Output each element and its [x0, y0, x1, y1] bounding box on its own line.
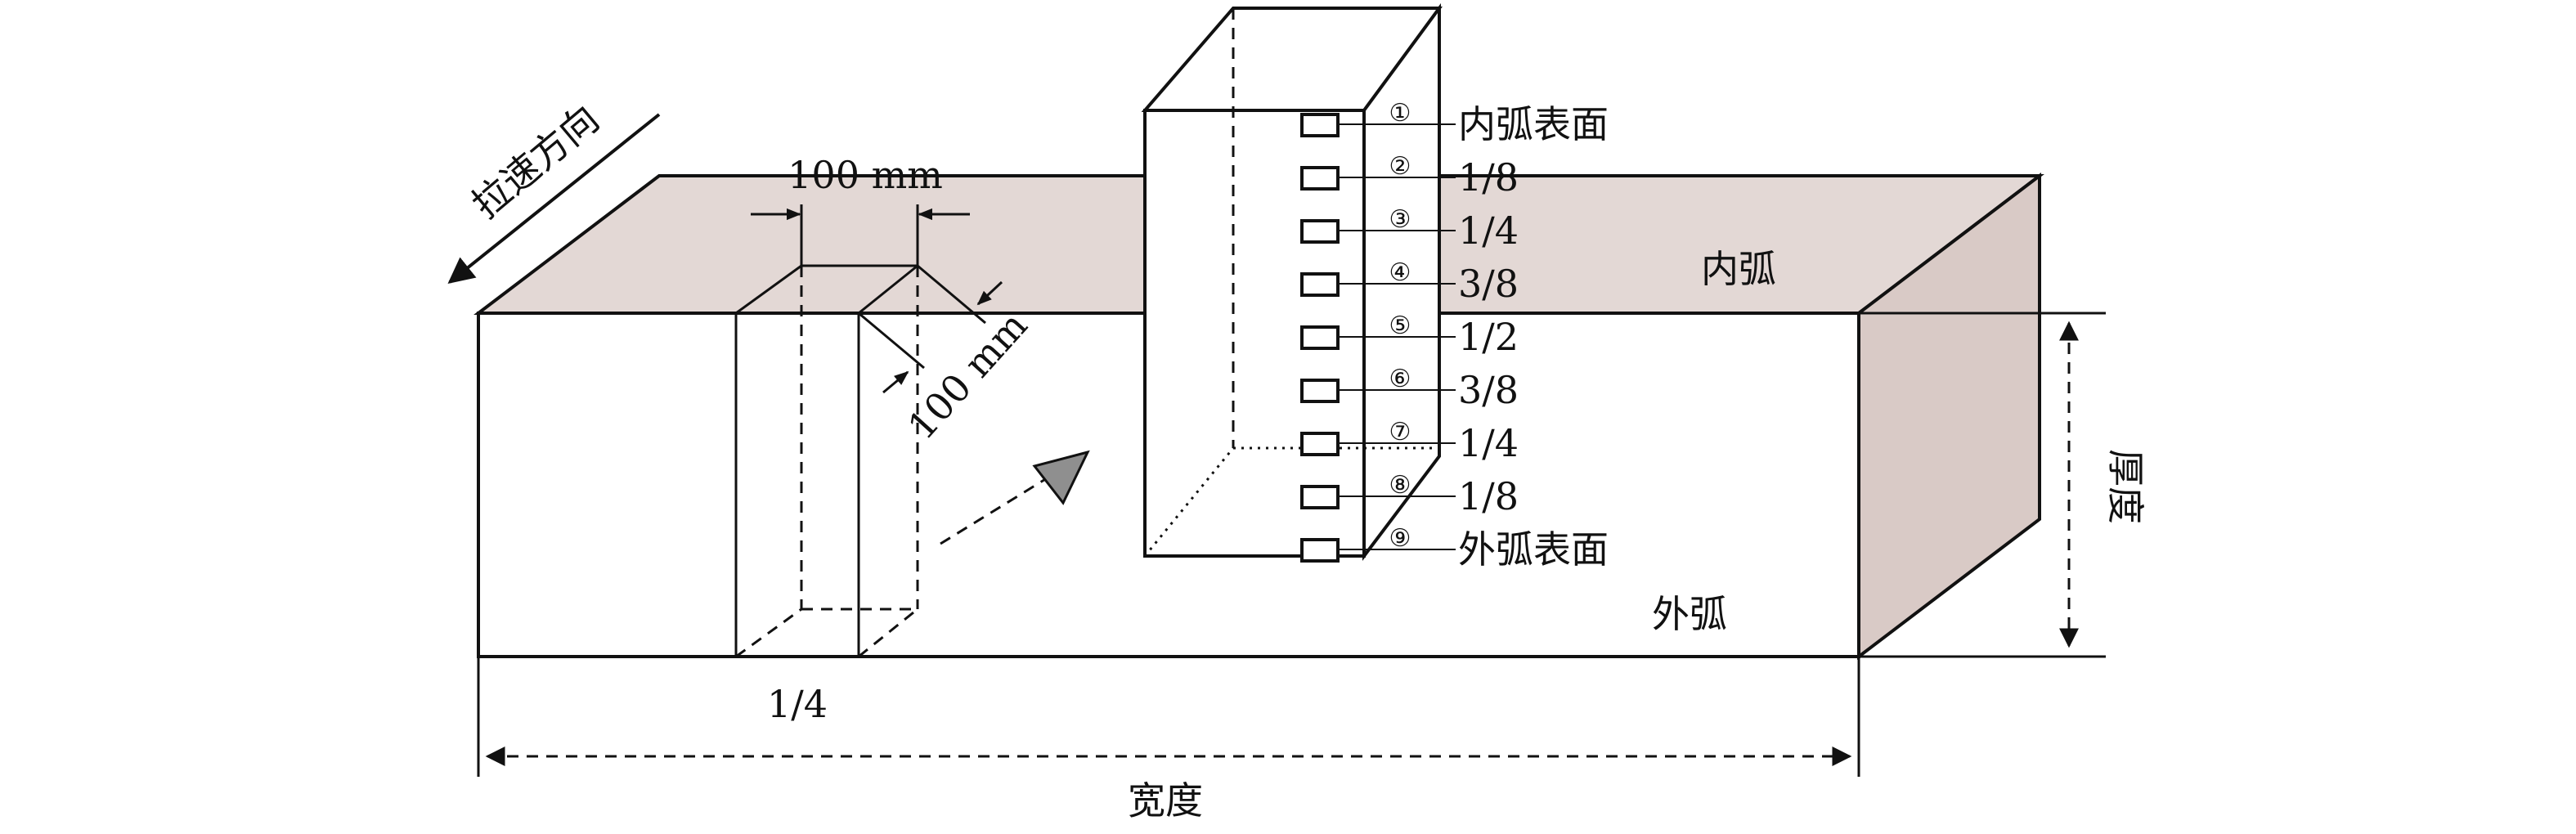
- width-dimension: [477, 657, 1860, 777]
- sample-box: [1300, 272, 1340, 297]
- enlarge-arrow: [940, 450, 1090, 545]
- sample-box: [1300, 219, 1340, 244]
- sample-number: ②: [1389, 152, 1411, 181]
- sample-position-label: 3/8: [1458, 262, 1519, 306]
- sample-number: ⑤: [1389, 312, 1411, 340]
- sampling-point-6: ⑥ 3/8: [1300, 365, 1519, 412]
- thickness-label: 厚度: [2103, 449, 2147, 524]
- dimension-side: [858, 264, 1003, 394]
- sample-number: ③: [1389, 205, 1411, 234]
- inner-arc-label: 内弧: [1701, 247, 1776, 291]
- sample-position-label: 1/4: [1458, 208, 1519, 253]
- sample-number: ①: [1389, 99, 1411, 128]
- sampling-point-7: ⑦ 1/4: [1300, 418, 1519, 465]
- dimension-top: [751, 204, 970, 266]
- sample-position-label: 1/8: [1458, 155, 1519, 200]
- sample-box: [1300, 325, 1340, 350]
- sample-number: ⑥: [1389, 365, 1411, 393]
- sample-box: [1300, 432, 1340, 456]
- dim-top-label: 100 mm: [788, 153, 943, 197]
- direction-label: 拉速方向: [464, 96, 608, 227]
- sample-box: [1300, 379, 1340, 403]
- sample-position-label: 3/8: [1458, 368, 1519, 412]
- sampling-point-4: ④ 3/8: [1300, 258, 1519, 306]
- width-label: 宽度: [1128, 778, 1203, 823]
- sample-number: ⑨: [1389, 524, 1411, 553]
- sample-box: [1300, 166, 1340, 191]
- sample-position-label: 外弧表面: [1458, 527, 1609, 572]
- sample-position-label: 1/4: [1458, 421, 1519, 465]
- direction-arrow: [447, 113, 661, 285]
- sample-number: ④: [1389, 258, 1411, 287]
- sampling-point-9: ⑨ 外弧表面: [1300, 524, 1609, 572]
- sample-position-label: 1/2: [1458, 315, 1519, 359]
- sampling-point-2: ② 1/8: [1300, 152, 1519, 200]
- sampling-point-1: ① 内弧表面: [1300, 99, 1609, 146]
- sampling-point-3: ③ 1/4: [1300, 205, 1519, 253]
- sample-box: [1300, 538, 1340, 563]
- sampling-point-5: ⑤ 1/2: [1300, 312, 1519, 359]
- sampling-point-8: ⑧ 1/8: [1300, 471, 1519, 518]
- sampling-points: ① 内弧表面 ② 1/8 ③ 1/4 ④ 3/8 ⑤ 1/2 ⑥ 3/8 ⑦ 1/4 ⑧ 1/8 ⑨ 外弧表面: [1300, 99, 1609, 572]
- sample-position-label: 内弧表面: [1458, 102, 1609, 146]
- sample-number: ⑧: [1389, 471, 1411, 500]
- thickness-dimension: [1859, 312, 2106, 658]
- sample-position-label: 1/8: [1458, 474, 1519, 518]
- quarter-label: 1/4: [767, 682, 828, 726]
- sample-box: [1300, 485, 1340, 509]
- sample-number: ⑦: [1389, 418, 1411, 446]
- outer-arc-label: 外弧: [1652, 592, 1727, 636]
- sample-box: [1300, 113, 1340, 137]
- cut-sample: [734, 264, 919, 658]
